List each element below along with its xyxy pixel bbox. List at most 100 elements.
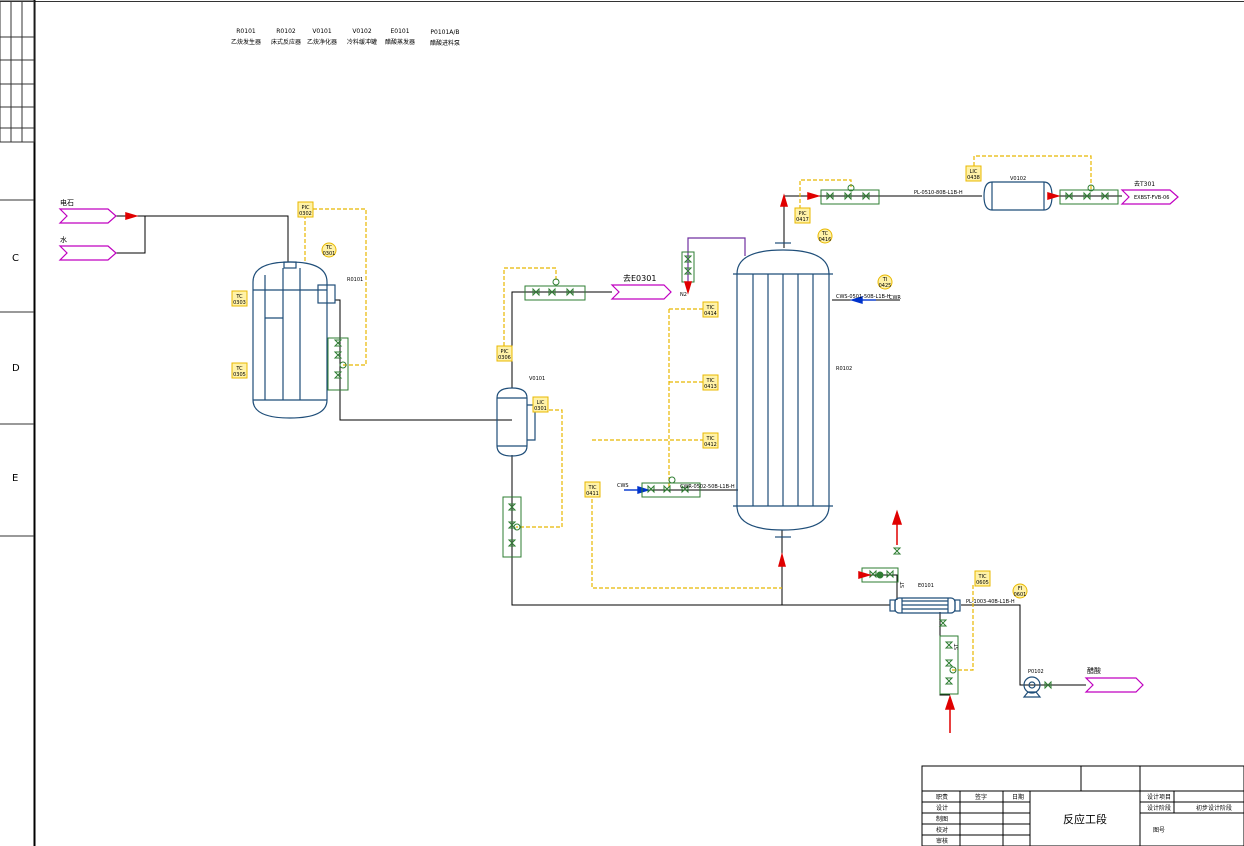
title-header-sign: 签字 bbox=[975, 793, 987, 801]
svg-text:TIC: TIC bbox=[705, 305, 715, 311]
valves bbox=[327, 184, 1119, 695]
r0102-vessel bbox=[733, 242, 833, 538]
border-row-e: E bbox=[12, 473, 18, 484]
tag-p0102: P0102 bbox=[1028, 669, 1044, 675]
line-number: CWR-0502-50B-L1B-H bbox=[680, 484, 735, 490]
equipment-tag: E0101 bbox=[390, 28, 409, 35]
title-block bbox=[921, 765, 1244, 846]
equipment-tag: R0101 bbox=[236, 28, 256, 35]
v0102-vessel bbox=[983, 181, 1053, 211]
title-project-label: 设计项目 bbox=[1147, 793, 1171, 801]
equipment-name: 冷料缓冲罐 bbox=[347, 38, 377, 46]
svg-text:0411: 0411 bbox=[586, 491, 599, 497]
stream-to-t301: 去T301 bbox=[1134, 180, 1155, 188]
tag-v0101: V0101 bbox=[529, 376, 545, 382]
title-stage-label: 设计阶段 bbox=[1147, 804, 1171, 812]
p0102-pump bbox=[1022, 676, 1042, 698]
stream-n2: N2 bbox=[680, 292, 687, 298]
equipment-name: 醋酸进料泵 bbox=[430, 39, 460, 47]
svg-text:TC: TC bbox=[235, 294, 243, 300]
equipment-name: 乙炔净化器 bbox=[307, 38, 337, 46]
svg-text:TC: TC bbox=[325, 245, 333, 251]
equipment-tag: P0101A/B bbox=[430, 29, 459, 36]
steam-label: ST bbox=[900, 581, 906, 588]
svg-text:TIC: TIC bbox=[977, 574, 987, 580]
equipment-name: 乙炔发生器 bbox=[231, 38, 261, 46]
equipment-tag: V0101 bbox=[312, 28, 332, 35]
title-drawing-no: 图号 bbox=[1153, 827, 1165, 834]
e0101-exchanger bbox=[889, 597, 961, 614]
svg-text:0438: 0438 bbox=[967, 175, 980, 181]
svg-text:TIC: TIC bbox=[705, 378, 715, 384]
flow-arrows bbox=[125, 191, 1061, 733]
svg-text:PIC: PIC bbox=[501, 349, 509, 355]
n2-line bbox=[687, 237, 746, 290]
line-number: CWS-0501-50B-L1B-H bbox=[836, 294, 891, 300]
svg-text:0301: 0301 bbox=[323, 251, 336, 257]
stream-water: 水 bbox=[60, 235, 67, 244]
stream-cwr: CWR bbox=[889, 295, 901, 301]
border-row-d: D bbox=[12, 363, 20, 374]
title-row-drawing: 制图 bbox=[936, 815, 948, 823]
tag-e0101: E0101 bbox=[918, 583, 934, 589]
svg-text:0605: 0605 bbox=[976, 580, 989, 586]
svg-text:TC: TC bbox=[235, 366, 243, 372]
svg-text:TIC: TIC bbox=[587, 485, 597, 491]
stream-cws: CWS bbox=[617, 483, 629, 489]
process-lines bbox=[116, 195, 1122, 696]
svg-text:0305: 0305 bbox=[233, 372, 246, 378]
svg-text:LIC: LIC bbox=[537, 400, 545, 406]
title-row-review: 审核 bbox=[936, 837, 948, 845]
svg-text:0414: 0414 bbox=[704, 311, 717, 317]
equipment-list: R0101 乙炔发生器 R0102 床式反应器 V0101 乙炔净化器 V010… bbox=[231, 28, 460, 47]
svg-text:TIC: TIC bbox=[705, 436, 715, 442]
title-row-check: 校对 bbox=[936, 826, 948, 834]
equipment-name: 床式反应器 bbox=[271, 38, 301, 46]
svg-text:0302: 0302 bbox=[299, 211, 312, 217]
tag-r0101: R0101 bbox=[347, 277, 363, 283]
equipment-tag: V0102 bbox=[352, 28, 372, 35]
title-header-duty: 职责 bbox=[936, 793, 948, 801]
svg-text:0413: 0413 bbox=[704, 384, 717, 390]
svg-text:0416: 0416 bbox=[819, 237, 832, 243]
line-number: PL-0510-80B-L1B-H bbox=[914, 190, 963, 196]
tag-v0102: V0102 bbox=[1010, 176, 1026, 182]
steam-label: ST bbox=[954, 643, 960, 650]
svg-text:TC: TC bbox=[821, 231, 829, 237]
signal-lines bbox=[304, 155, 1092, 671]
svg-text:0303: 0303 bbox=[233, 300, 246, 306]
v0101-vessel bbox=[496, 387, 536, 457]
svg-text:LIC: LIC bbox=[970, 169, 978, 175]
equipment-name: 醋酸蒸发器 bbox=[385, 38, 415, 46]
svg-text:0417: 0417 bbox=[796, 217, 809, 223]
svg-text:PIC: PIC bbox=[302, 205, 310, 211]
tag-r0102: R0102 bbox=[836, 366, 852, 372]
svg-text:0412: 0412 bbox=[704, 442, 717, 448]
stream-connectors bbox=[58, 189, 1179, 693]
equipment-tag: R0102 bbox=[276, 28, 296, 35]
r0101-vessel bbox=[252, 261, 336, 419]
stream-carbide: 电石 bbox=[60, 198, 74, 207]
svg-text:FI: FI bbox=[1018, 586, 1022, 592]
svg-text:0425: 0425 bbox=[879, 283, 892, 289]
svg-text:0301: 0301 bbox=[534, 406, 547, 412]
cooling-water bbox=[624, 296, 876, 494]
stream-line-t301: EXBST-FVB-06 bbox=[1134, 195, 1169, 201]
border-grid bbox=[0, 0, 35, 537]
